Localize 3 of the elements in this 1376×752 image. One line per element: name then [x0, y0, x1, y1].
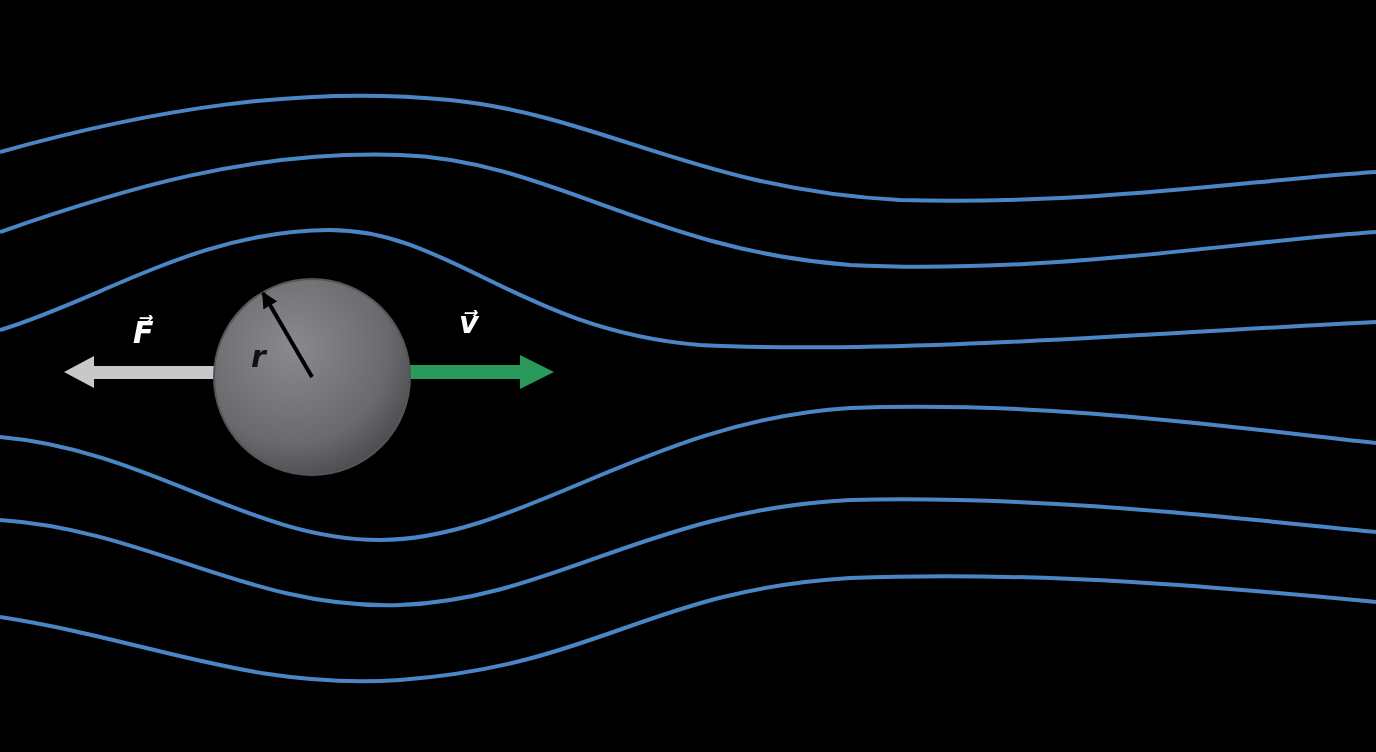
force-symbol: F⃗	[133, 316, 154, 350]
velocity-symbol: v⃗	[459, 306, 479, 340]
radius-symbol: r	[251, 340, 266, 374]
